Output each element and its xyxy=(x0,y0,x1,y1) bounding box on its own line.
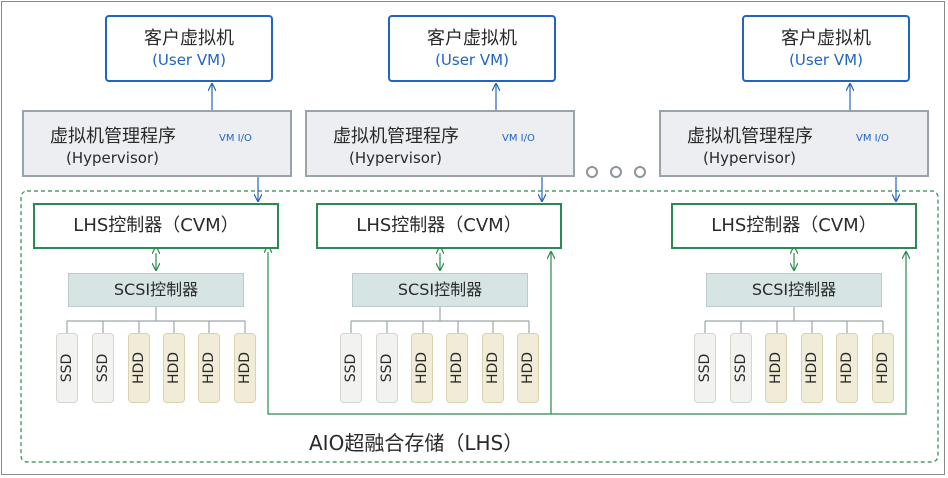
storage-pool-label: AIO超融合存储（LHS） xyxy=(309,431,524,455)
disk-label: HDD xyxy=(166,351,182,385)
disk-label: SSD xyxy=(379,353,395,383)
hdd-disk: HDD xyxy=(517,333,539,403)
disk-label: HDD xyxy=(237,351,253,385)
vm-io-label: VM I/O xyxy=(219,133,252,144)
disk-label: HDD xyxy=(520,351,536,385)
lhs-controller-box[interactable]: LHS控制器（CVM） xyxy=(33,203,279,249)
user-vm-title: 客户虚拟机 xyxy=(427,28,517,49)
scsi-controller-box[interactable]: SCSI控制器 xyxy=(68,273,244,307)
hdd-disk: HDD xyxy=(128,333,150,403)
ellipsis-dot xyxy=(610,166,622,178)
disk-label: HDD xyxy=(201,351,217,385)
hypervisor-subtitle: (Hypervisor) xyxy=(349,149,442,167)
user-vm-box[interactable]: 客户虚拟机 (User VM) xyxy=(388,15,556,82)
ssd-disk: SSD xyxy=(92,333,114,403)
hypervisor-title: 虚拟机管理程序 xyxy=(333,126,459,147)
hypervisor-title: 虚拟机管理程序 xyxy=(50,126,176,147)
scsi-controller-box[interactable]: SCSI控制器 xyxy=(352,273,528,307)
disk-label: HDD xyxy=(839,351,855,385)
user-vm-subtitle: (User VM) xyxy=(152,51,226,69)
disk-label: SSD xyxy=(343,353,359,383)
hdd-disk: HDD xyxy=(872,333,894,403)
ssd-disk: SSD xyxy=(56,333,78,403)
ssd-disk: SSD xyxy=(376,333,398,403)
disk-label: SSD xyxy=(733,353,749,383)
disk-label: SSD xyxy=(697,353,713,383)
disk-label: SSD xyxy=(59,353,75,383)
user-vm-box[interactable]: 客户虚拟机 (User VM) xyxy=(742,15,910,82)
hdd-disk: HDD xyxy=(234,333,256,403)
vm-io-label: VM I/O xyxy=(502,133,535,144)
disk-label: SSD xyxy=(95,353,111,383)
ssd-disk: SSD xyxy=(694,333,716,403)
disk-label: HDD xyxy=(131,351,147,385)
hdd-disk: HDD xyxy=(411,333,433,403)
hdd-disk: HDD xyxy=(446,333,468,403)
hdd-disk: HDD xyxy=(765,333,787,403)
user-vm-title: 客户虚拟机 xyxy=(781,28,871,49)
disk-label: HDD xyxy=(768,351,784,385)
hdd-disk: HDD xyxy=(163,333,185,403)
hypervisor-box[interactable]: 虚拟机管理程序 (Hypervisor) VM I/O xyxy=(305,110,575,177)
user-vm-subtitle: (User VM) xyxy=(435,51,509,69)
disk-label: HDD xyxy=(414,351,430,385)
hdd-disk: HDD xyxy=(198,333,220,403)
disk-label: HDD xyxy=(449,351,465,385)
hdd-disk: HDD xyxy=(482,333,504,403)
disk-label: HDD xyxy=(804,351,820,385)
hypervisor-title: 虚拟机管理程序 xyxy=(687,126,813,147)
disk-label: HDD xyxy=(875,351,891,385)
user-vm-subtitle: (User VM) xyxy=(789,51,863,69)
vm-io-label: VM I/O xyxy=(856,133,889,144)
scsi-controller-box[interactable]: SCSI控制器 xyxy=(706,273,882,307)
lhs-controller-box[interactable]: LHS控制器（CVM） xyxy=(671,203,917,249)
ellipsis-dot xyxy=(634,166,646,178)
ssd-disk: SSD xyxy=(730,333,752,403)
hypervisor-box[interactable]: 虚拟机管理程序 (Hypervisor) VM I/O xyxy=(659,110,929,177)
user-vm-box[interactable]: 客户虚拟机 (User VM) xyxy=(105,15,273,82)
lhs-controller-box[interactable]: LHS控制器（CVM） xyxy=(316,203,562,249)
hypervisor-box[interactable]: 虚拟机管理程序 (Hypervisor) VM I/O xyxy=(22,110,292,177)
ssd-disk: SSD xyxy=(340,333,362,403)
ellipsis-dot xyxy=(586,166,598,178)
disk-label: HDD xyxy=(485,351,501,385)
hdd-disk: HDD xyxy=(836,333,858,403)
hdd-disk: HDD xyxy=(801,333,823,403)
hypervisor-subtitle: (Hypervisor) xyxy=(703,149,796,167)
hypervisor-subtitle: (Hypervisor) xyxy=(66,149,159,167)
user-vm-title: 客户虚拟机 xyxy=(144,28,234,49)
